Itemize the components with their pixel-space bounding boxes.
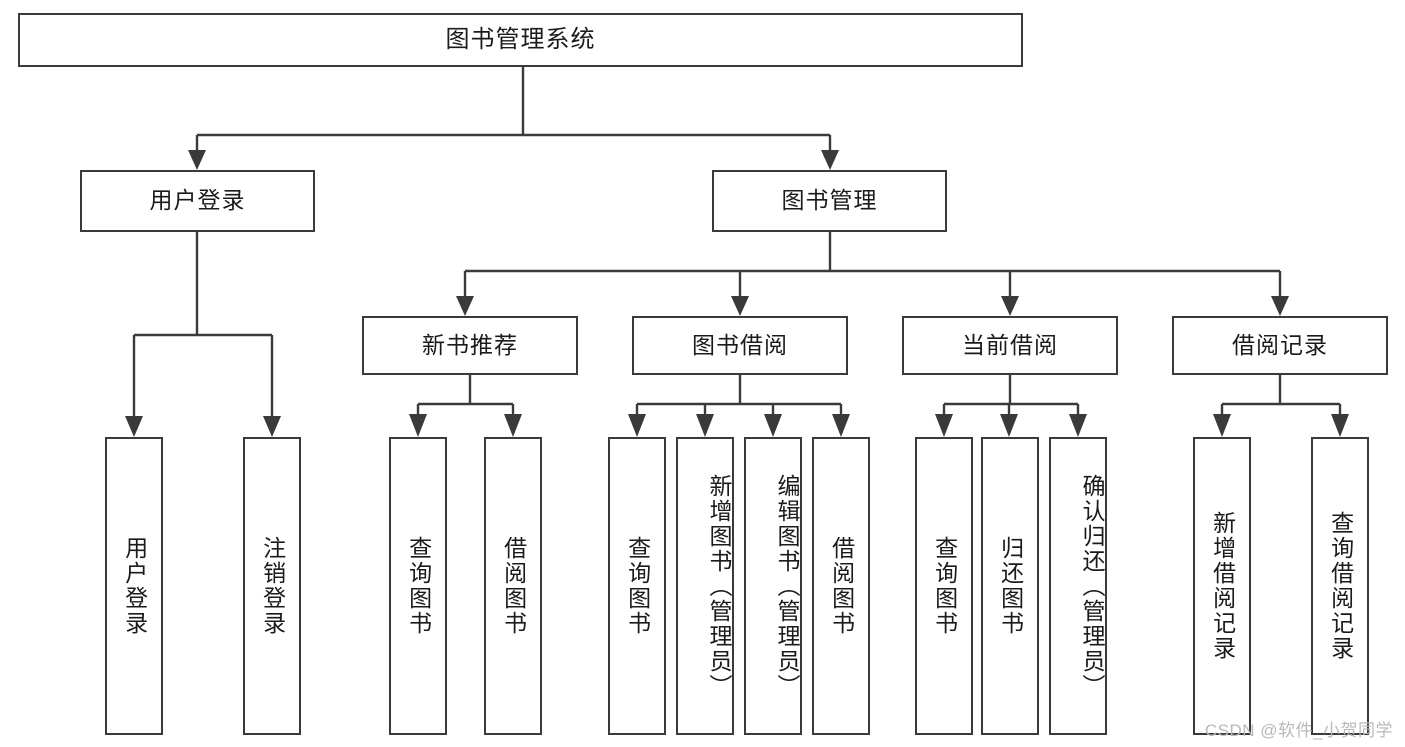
node-label: 新增借阅记录 — [1209, 511, 1236, 661]
node-label: 新增图书（管理员） — [706, 473, 732, 699]
arrowhead-cb-confirm — [1069, 414, 1087, 437]
node-label: 查询图书 — [405, 536, 432, 636]
node-book-management[interactable]: 图书管理 — [712, 170, 947, 232]
leaf-user-login[interactable]: 用户登录 — [105, 437, 163, 735]
node-label: 注销登录 — [259, 536, 286, 636]
arrowhead-br-query — [1331, 414, 1349, 437]
arrowhead-book-manage — [821, 150, 839, 170]
leaf-borrowrecord-query-record[interactable]: 查询借阅记录 — [1311, 437, 1369, 735]
node-label: 查询图书 — [931, 536, 958, 636]
arrowhead-leaf-user-login — [125, 416, 143, 437]
leaf-newbook-borrow-book[interactable]: 借阅图书 — [484, 437, 542, 735]
leaf-logout[interactable]: 注销登录 — [243, 437, 301, 735]
node-label: 图书管理 — [781, 187, 878, 214]
node-borrow-record[interactable]: 借阅记录 — [1172, 316, 1388, 375]
arrowhead-cb-return — [1000, 414, 1018, 437]
arrowhead-borrow-record — [1271, 296, 1289, 316]
node-label: 新书推荐 — [422, 331, 518, 358]
node-label: 查询图书 — [624, 536, 651, 636]
node-label: 用户登录 — [149, 187, 246, 214]
node-label: 图书借阅 — [692, 331, 788, 358]
arrowhead-cb-query — [935, 414, 953, 437]
arrowhead-current-borrow — [1001, 296, 1019, 316]
node-current-borrow[interactable]: 当前借阅 — [902, 316, 1118, 375]
node-label: 编辑图书（管理员） — [774, 473, 800, 699]
arrowhead-br-add — [1213, 414, 1231, 437]
arrowhead-nb-borrow — [504, 414, 522, 437]
node-root-system[interactable]: 图书管理系统 — [18, 13, 1023, 67]
node-label: 查询借阅记录 — [1327, 511, 1354, 661]
node-label: 借阅图书 — [500, 536, 527, 636]
node-label: 确认归还（管理员） — [1079, 473, 1105, 699]
arrowhead-leaf-logout — [263, 416, 281, 437]
leaf-bookborrow-add-book-admin[interactable]: 新增图书（管理员） — [676, 437, 734, 735]
leaf-bookborrow-query-book[interactable]: 查询图书 — [608, 437, 666, 735]
node-user-login[interactable]: 用户登录 — [80, 170, 315, 232]
node-label: 用户登录 — [121, 536, 148, 636]
arrowhead-new-book — [456, 296, 474, 316]
csdn-watermark: CSDN @软件_小贺同学 — [1204, 721, 1393, 740]
arrowhead-nb-query — [409, 414, 427, 437]
arrowhead-bb-add — [696, 414, 714, 437]
node-book-borrow[interactable]: 图书借阅 — [632, 316, 848, 375]
leaf-currentborrow-confirm-return-admin[interactable]: 确认归还（管理员） — [1049, 437, 1107, 735]
leaf-newbook-query-book[interactable]: 查询图书 — [389, 437, 447, 735]
leaf-currentborrow-query-book[interactable]: 查询图书 — [915, 437, 973, 735]
leaf-currentborrow-return-book[interactable]: 归还图书 — [981, 437, 1039, 735]
node-label: 图书管理系统 — [445, 25, 596, 53]
arrowhead-book-borrow — [731, 296, 749, 316]
node-label: 借阅图书 — [828, 536, 855, 636]
arrowhead-bb-query — [628, 414, 646, 437]
node-new-book-recommend[interactable]: 新书推荐 — [362, 316, 578, 375]
leaf-borrowrecord-add-record[interactable]: 新增借阅记录 — [1193, 437, 1251, 735]
leaf-bookborrow-edit-book-admin[interactable]: 编辑图书（管理员） — [744, 437, 802, 735]
node-label: 归还图书 — [997, 536, 1024, 636]
arrowhead-user-login — [188, 150, 206, 170]
arrowhead-bb-borrow — [832, 414, 850, 437]
arrowhead-bb-edit — [764, 414, 782, 437]
node-label: 当前借阅 — [962, 331, 1058, 358]
leaf-bookborrow-borrow-book[interactable]: 借阅图书 — [812, 437, 870, 735]
node-label: 借阅记录 — [1232, 331, 1328, 358]
